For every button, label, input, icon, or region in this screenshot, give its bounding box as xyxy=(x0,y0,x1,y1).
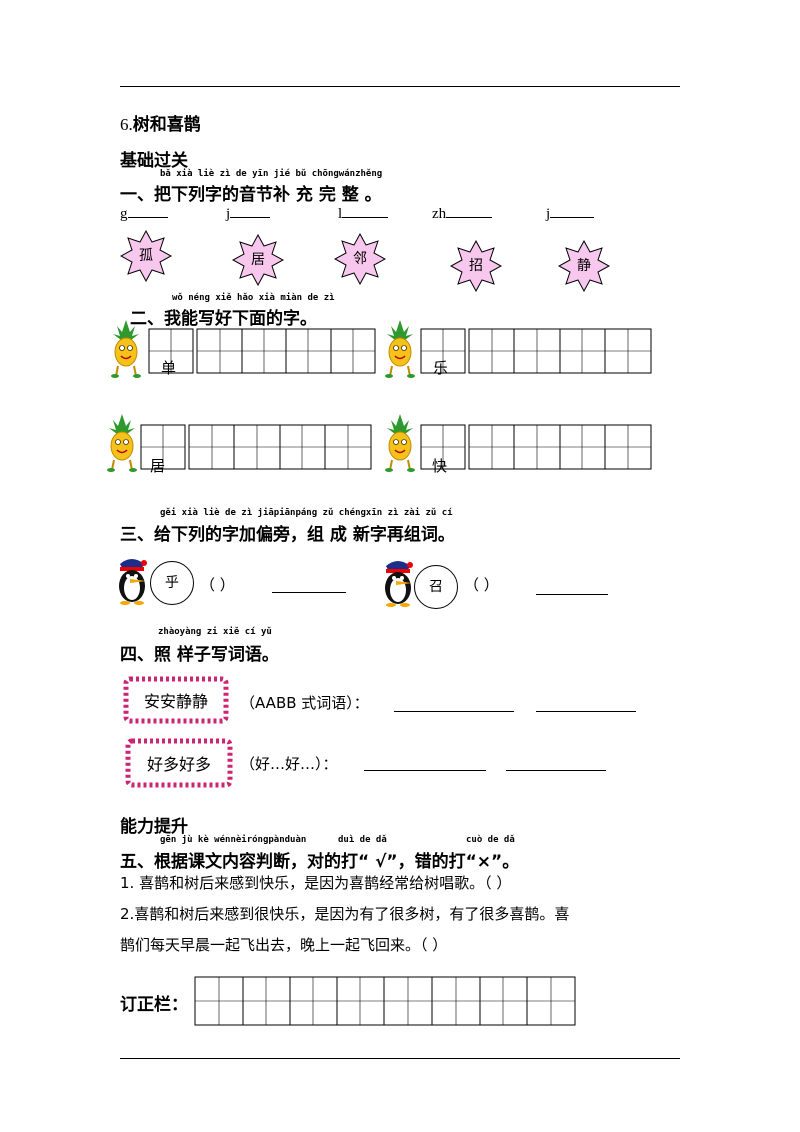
answer-line-2b[interactable] xyxy=(506,770,606,771)
writing-grid[interactable] xyxy=(148,328,378,376)
basic-heading: 基础过关 xyxy=(120,151,188,171)
answer-line-2a[interactable] xyxy=(364,770,486,771)
s5-pinyin-3: cuò de dǎ xyxy=(466,835,515,845)
s3-heading: 三、给下列的字加偏旁，组 成 新字再组词。 xyxy=(120,525,455,545)
word-line-2[interactable] xyxy=(536,594,608,595)
s4-heading: 四、照 样子写词语。 xyxy=(120,645,279,665)
practice-char-1: 单 xyxy=(161,359,177,377)
pineapple-icon xyxy=(385,414,415,472)
writing-grid[interactable] xyxy=(420,328,654,376)
correction-grid[interactable] xyxy=(194,976,578,1028)
writing-grid[interactable] xyxy=(140,424,374,472)
s5-heading: 五、根据课文内容判断，对的打“ √”，错的打“×”。 xyxy=(120,852,520,872)
radical-paren-1[interactable]: （ ） xyxy=(200,576,235,594)
top-rule xyxy=(120,86,680,87)
blank-1-initial: g xyxy=(120,206,128,222)
blank-4[interactable]: zh xyxy=(432,206,493,223)
s1-heading: 一、把下列字的音节补 充 完 整 。 xyxy=(120,185,382,205)
star-char-1: 孤 xyxy=(120,230,172,282)
s2-heading: 二、我能写好下面的字。 xyxy=(130,309,317,329)
star-char-4: 招 xyxy=(450,240,502,292)
blank-4-initial: zh xyxy=(432,206,447,222)
s3-pinyin: gěi xià liè de zì jiāpiānpáng zǔ chéngxī… xyxy=(160,508,453,518)
practice-char-2: 乐 xyxy=(433,359,449,377)
lesson-title: 6.树和喜鹊 xyxy=(120,110,201,135)
lesson-name: 树和喜鹊 xyxy=(132,115,201,135)
writing-grid-extra xyxy=(198,328,378,376)
question-1: 1. 喜鹊和树后来感到快乐，是因为喜鹊经常给树唱歌。（ ） xyxy=(120,874,512,892)
correction-label: 订正栏： xyxy=(120,995,188,1015)
lesson-number: 6. xyxy=(120,115,133,134)
blank-5[interactable]: j xyxy=(546,206,595,223)
penguin-icon xyxy=(385,561,413,607)
star-char-3: 邻 xyxy=(334,233,386,285)
answer-line-1a[interactable] xyxy=(394,711,514,712)
blank-5-initial: j xyxy=(546,206,551,222)
pattern-hint-2: （好…好…）： xyxy=(240,755,338,773)
pineapple-icon xyxy=(107,414,137,472)
question-2-line-1: 2.喜鹊和树后来感到很快乐，是因为有了很多树，有了很多喜鹊。喜 xyxy=(120,905,570,923)
blank-2[interactable]: j xyxy=(226,206,271,223)
s5-pinyin-2: duì de dǎ xyxy=(338,835,387,845)
radical-paren-2[interactable]: （ ） xyxy=(464,576,499,594)
practice-char-3: 居 xyxy=(150,457,166,475)
blank-1[interactable]: g xyxy=(120,206,168,223)
example-frame-2: 好多好多 xyxy=(124,737,234,789)
answer-line-1b[interactable] xyxy=(536,711,636,712)
example-frame-1: 安安静静 xyxy=(122,675,230,725)
penguin-icon xyxy=(119,559,147,605)
writing-grid[interactable] xyxy=(420,424,654,472)
word-line-1[interactable] xyxy=(272,592,346,593)
ability-heading: 能力提升 xyxy=(120,817,188,837)
bottom-rule xyxy=(120,1058,680,1059)
pattern-hint-1: （AABB 式词语）： xyxy=(240,694,369,712)
star-char-5: 静 xyxy=(558,240,610,292)
radical-char-2: 召 xyxy=(414,565,458,609)
blank-2-initial: j xyxy=(226,206,231,222)
pineapple-icon xyxy=(111,320,141,378)
s2-pinyin: wǒ néng xiě hǎo xià miàn de zì xyxy=(172,293,335,303)
example-word-2: 好多好多 xyxy=(146,755,211,774)
pineapple-icon xyxy=(385,320,415,378)
example-word-1: 安安静静 xyxy=(143,692,208,711)
s4-pinyin: zhàoyàng zi xiě cí yǔ xyxy=(158,627,272,637)
star-char-2: 居 xyxy=(232,234,284,286)
practice-char-4: 快 xyxy=(432,457,448,475)
blank-3-initial: l xyxy=(338,206,343,222)
radical-char-1: 乎 xyxy=(150,561,194,605)
question-2-line-2: 鹊们每天早晨一起飞出去，晚上一起飞回来。（ ） xyxy=(120,936,448,954)
blank-3[interactable]: l xyxy=(338,206,389,223)
s1-pinyin: bǎ xià liè zì de yīn jié bǔ chōngwánzhěn… xyxy=(160,169,383,179)
s5-pinyin-1: gēn jù kè wénnèiróngpànduàn xyxy=(160,835,307,845)
